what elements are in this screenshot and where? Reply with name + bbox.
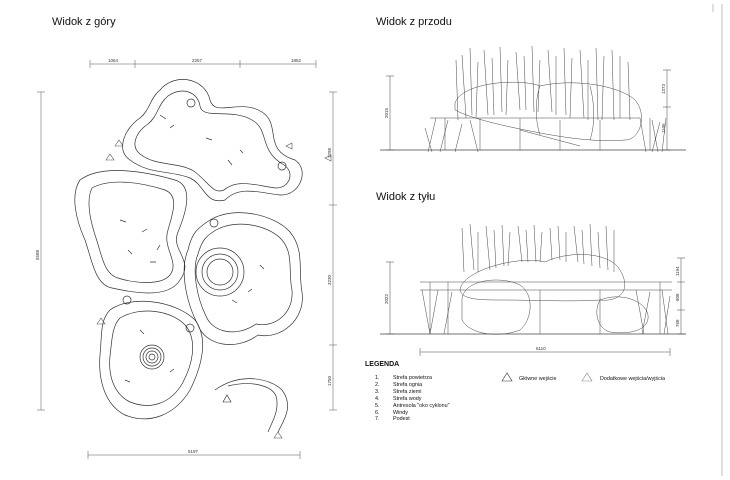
dim-bottom-total: 5197 — [188, 449, 199, 454]
legend-item: 6. Windy — [375, 410, 450, 417]
back-view-dimension-labels: 2022 1194 808 768 6110 — [384, 266, 680, 351]
dim-top-1: 1064 — [108, 58, 119, 63]
entry-triangle — [273, 431, 283, 439]
top-view-plan — [74, 79, 303, 433]
legend-item-number: 5. — [375, 402, 380, 409]
back-dim-right-2: 808 — [675, 293, 680, 301]
back-dim-left: 2022 — [384, 293, 389, 304]
front-dim-left: 2015 — [384, 107, 389, 118]
legend-item-label: Strefa powietrza — [393, 375, 432, 381]
front-dim-right-2: 1106 — [661, 123, 666, 133]
dim-left-total: 5588 — [35, 249, 40, 260]
legend-icons — [501, 372, 593, 382]
legend-item-number: 1. — [375, 375, 380, 381]
main-entry-triangle — [222, 394, 232, 403]
front-view-dimension-labels: 2015 1373 1106 — [384, 83, 666, 133]
legend-item-label: Antresola "oko cyklonu" — [393, 402, 450, 409]
entry-triangle — [105, 153, 115, 161]
top-view-dimension-labels: 1064 2257 1852 5588 1298 3230 1750 5197 — [35, 58, 332, 454]
front-view-title: Widok z przodu — [376, 16, 452, 28]
extra-entry-triangle-icon — [581, 372, 593, 382]
legend-item-number: 6. — [375, 409, 380, 416]
top-view-dimensions — [37, 60, 337, 459]
back-dim-right-1: 1194 — [675, 266, 680, 276]
legend-title: LEGENDA — [365, 361, 400, 368]
back-dim-right-3: 768 — [675, 319, 680, 327]
legend: LEGENDA 1. Strefa powietrza 2. Strefa ogni… — [365, 361, 715, 441]
dim-right-2: 3230 — [327, 274, 332, 285]
dim-right-3: 1750 — [327, 375, 332, 386]
dim-right-1: 1298 — [327, 147, 332, 158]
legend-item-label: Strefa ziemi — [393, 388, 422, 395]
legend-item: 4. Strefa wody — [375, 396, 450, 403]
front-dim-right-1: 1373 — [661, 83, 666, 94]
legend-item-number: 3. — [375, 388, 380, 395]
back-dim-width: 6110 — [536, 346, 546, 351]
main-entry-triangle-icon — [501, 372, 513, 382]
legend-item-label: Windy — [393, 409, 408, 416]
dim-top-3: 1852 — [291, 58, 302, 63]
legend-list: 1. Strefa powietrza 2. Strefa ognia 3. Stre… — [375, 375, 450, 423]
entry-triangle — [114, 139, 124, 147]
back-view-title: Widok z tyłu — [376, 191, 436, 203]
legend-item-number: 7. — [375, 416, 380, 423]
back-view-drawing — [380, 223, 686, 356]
main-entry-label: Główne wejście — [519, 376, 557, 382]
entry-triangle — [285, 142, 293, 150]
top-view-title: Widok z góry — [52, 16, 116, 28]
entry-triangle — [324, 154, 332, 162]
legend-item: 3. Strefa ziemi — [375, 389, 450, 396]
sheet-frame — [712, 4, 723, 476]
dim-top-2: 2257 — [192, 58, 203, 63]
front-view-drawing — [380, 45, 686, 153]
legend-item-number: 2. — [375, 381, 380, 388]
legend-item-label: Strefa wody — [393, 395, 422, 402]
legend-item-label: Podest — [393, 416, 410, 423]
legend-item-number: 4. — [375, 395, 380, 402]
legend-item-label: Strefa ognia — [393, 381, 423, 388]
legend-item: 2. Strefa ognia — [375, 382, 450, 389]
legend-item: 1. Strefa powietrza — [375, 375, 450, 382]
legend-item: 5. Antresola "oko cyklonu" — [375, 403, 450, 410]
entry-triangle — [96, 317, 106, 325]
legend-item: 7. Podest — [375, 416, 450, 423]
top-view-entries — [96, 139, 332, 439]
extra-entry-label: Dodatkowe wejścia/wyjścia — [600, 376, 666, 382]
